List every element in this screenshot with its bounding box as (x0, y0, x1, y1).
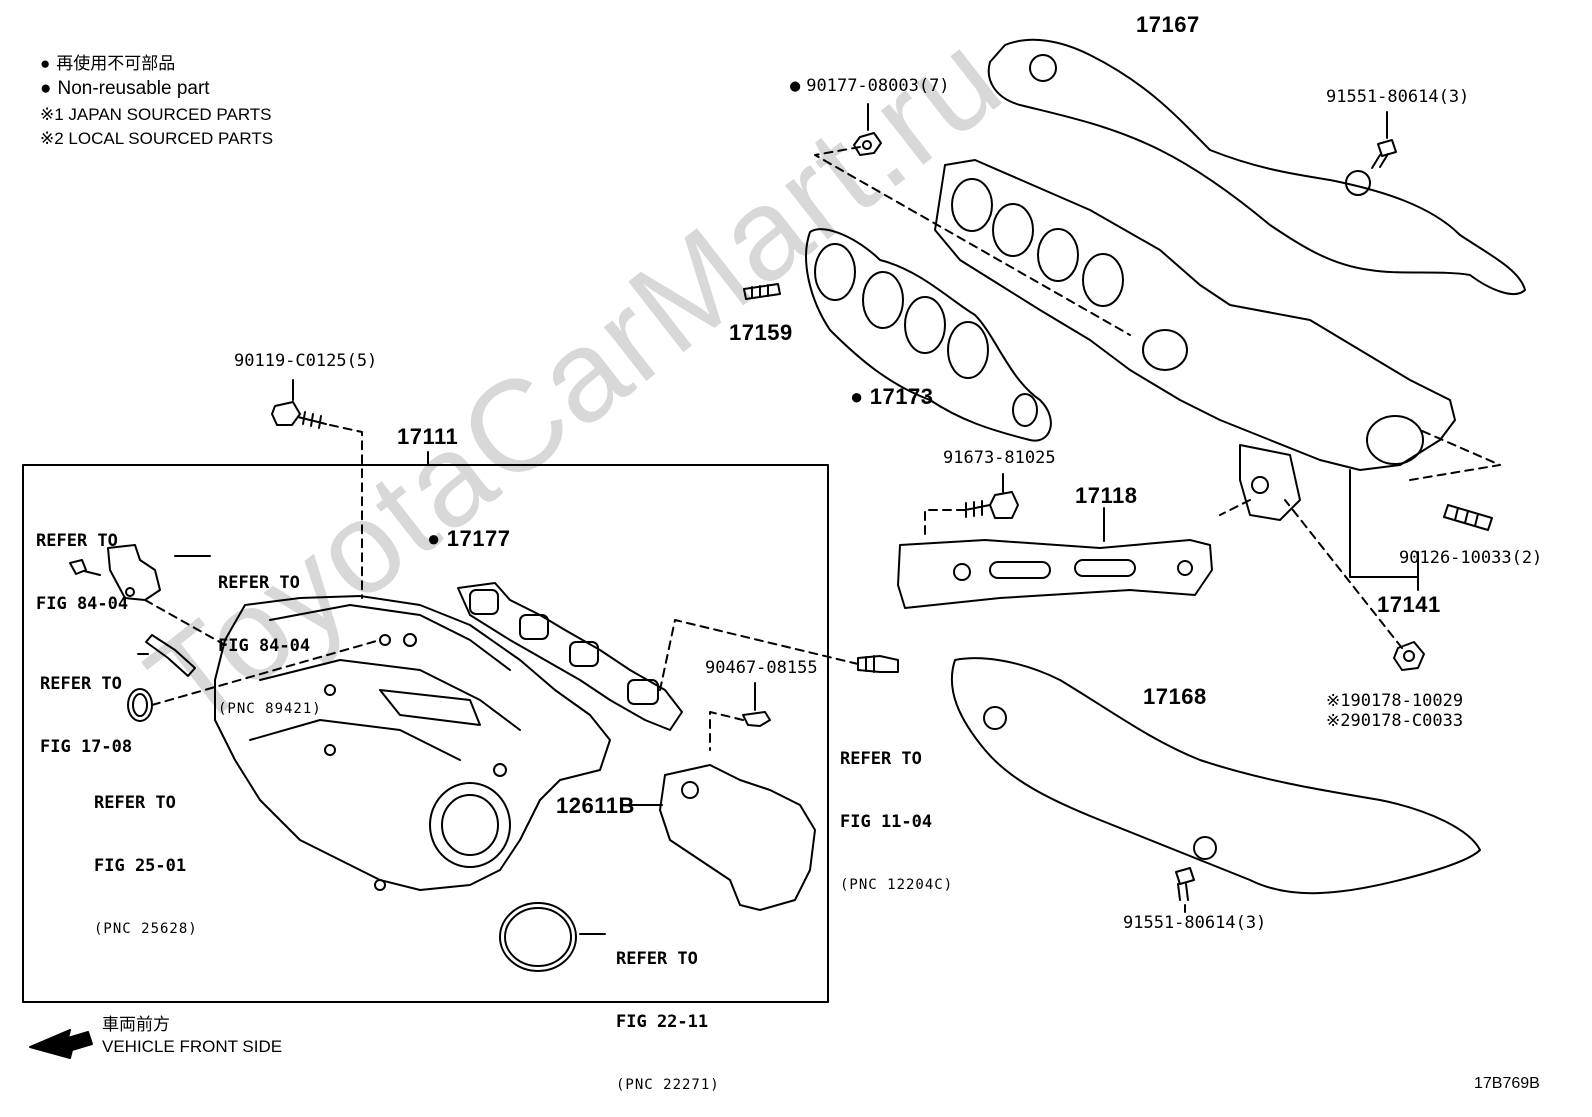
legend-note-japan: ※1 JAPAN SOURCED PARTS (40, 105, 272, 124)
bolt-small-left (69, 559, 101, 576)
dash-90119 (329, 424, 363, 599)
label-17173: 17173 (850, 386, 933, 408)
label-91551-bottom: 91551-80614(3) (1123, 913, 1267, 933)
front-label-en: VEHICLE FRONT SIDE (102, 1037, 283, 1056)
dash-90467 (709, 711, 744, 751)
ref-line-2: FIG 25-01 (94, 856, 187, 876)
ref-line-2: FIG 84-04 (36, 594, 129, 614)
assembly-box-17111 (22, 464, 829, 1003)
nut-90177 (853, 132, 882, 156)
ref-line-1: REFER TO (616, 949, 698, 969)
bolt-91551-top (1371, 139, 1397, 169)
leader-17141 (1349, 469, 1419, 591)
label-17159: 17159 (729, 320, 793, 345)
gasket-17173 (805, 228, 1052, 442)
ring-22271 (499, 902, 577, 972)
ref-fig-17-08: REFER TO FIG 17-08 (40, 632, 132, 779)
intake-manifold-17111 (214, 595, 611, 891)
ref-line-1: REFER TO (36, 531, 118, 551)
insulator-12611b (659, 764, 816, 911)
heat-insulator-17167 (987, 38, 1526, 295)
label-91551-top: 91551-80614(3) (1326, 87, 1470, 107)
clip-90467 (742, 711, 771, 727)
gasket-17177 (457, 582, 683, 731)
label-12611b: 12611B (556, 793, 635, 818)
dash-12204c (659, 619, 859, 691)
ref-line-1: REFER TO (40, 674, 122, 694)
label-90178-japan: ※190178-10029 (1326, 691, 1464, 711)
stud-90126 (1443, 504, 1493, 531)
dash-sensor (144, 599, 226, 646)
ref-pnc: (PNC 12204C) (840, 877, 954, 893)
ref-line-1: REFER TO (94, 793, 176, 813)
legend-note-local: ※2 LOCAL SOURCED PARTS (40, 129, 274, 148)
label-17111: 17111 (397, 424, 459, 449)
dash-90126 (1409, 429, 1501, 481)
dash-90178 (1219, 499, 1403, 649)
stud-12204c (857, 655, 899, 673)
ref-fig-84-04-bolt: REFER TO FIG 84-04 (36, 489, 128, 636)
legend-nonreusable: Non-reusable part (40, 79, 209, 98)
stud-17159 (743, 283, 781, 300)
ref-fig-11-04: REFER TO FIG 11-04 (PNC 12204C) (840, 707, 953, 917)
dash-91673 (924, 509, 966, 541)
dash-ring (151, 639, 381, 706)
label-90119: 90119-C0125(5) (234, 351, 378, 371)
label-17118: 17118 (1075, 483, 1138, 508)
label-17141: 17141 (1377, 592, 1441, 617)
label-17168: 17168 (1143, 684, 1207, 709)
legend-jp-nonreusable: 再使用不可部品 (40, 55, 175, 72)
heat-insulator-17168 (950, 657, 1481, 895)
ref-line-1: REFER TO (840, 749, 922, 769)
label-90467: 90467-08155 (705, 658, 818, 678)
exhaust-manifold-17141 (934, 159, 1456, 521)
figure-code: 17B769B (1474, 1075, 1540, 1092)
hose-17-08 (145, 634, 196, 677)
ref-fig-22-11: REFER TO FIG 22-11 (PNC 22271) (616, 907, 720, 1117)
ref-line-2: FIG 11-04 (840, 812, 933, 832)
bolt-91673 (964, 491, 1019, 519)
dash-90177 (814, 146, 1131, 336)
label-17177: 17177 (427, 528, 510, 550)
bracket-17118 (897, 539, 1213, 609)
ref-fig-25-01: REFER TO FIG 25-01 (PNC 25628) (94, 751, 198, 961)
ref-line-2: FIG 22-11 (616, 1012, 709, 1032)
front-arrow-icon (29, 1029, 93, 1059)
ref-line-2: FIG 84-04 (218, 636, 311, 656)
ref-pnc: (PNC 22271) (616, 1077, 720, 1093)
ref-pnc: (PNC 89421) (218, 701, 322, 717)
ref-fig-84-04-sensor: REFER TO FIG 84-04 (PNC 89421) (218, 531, 322, 741)
sensor-89421 (107, 544, 161, 601)
ref-line-1: REFER TO (218, 573, 300, 593)
front-label-jp: 車両前方 (102, 1015, 170, 1034)
bolt-91551-bottom (1175, 867, 1195, 901)
bolt-90119 (271, 401, 327, 429)
label-90177: 90177-08003(7) (790, 78, 949, 95)
label-90126: 90126-10033(2) (1399, 548, 1543, 568)
ref-pnc: (PNC 25628) (94, 921, 198, 937)
ref-line-2: FIG 17-08 (40, 737, 133, 757)
label-90178-local: ※290178-C0033 (1326, 711, 1464, 731)
nut-90178 (1393, 641, 1425, 671)
label-91673: 91673-81025 (943, 448, 1056, 468)
label-17167: 17167 (1136, 12, 1200, 37)
